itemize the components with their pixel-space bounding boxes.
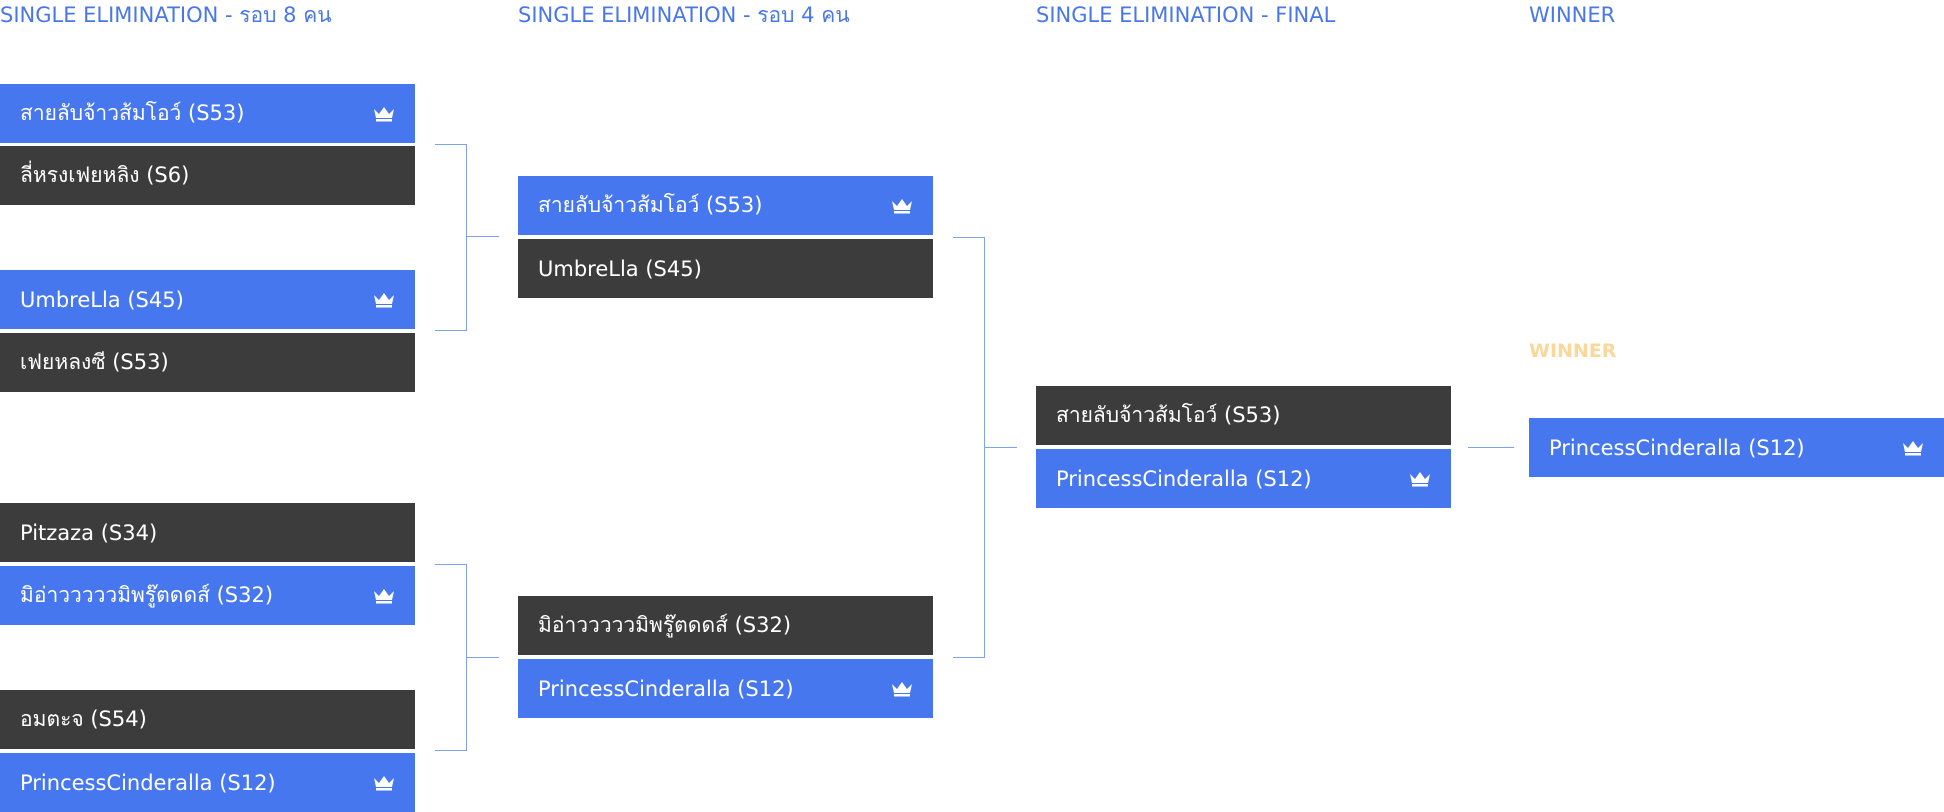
champion-slot[interactable]: PrincessCinderalla (S12) <box>1529 418 1944 477</box>
connector-line <box>435 564 467 565</box>
crown-icon <box>372 774 395 792</box>
crown-icon <box>1901 439 1924 457</box>
round-title-4: SINGLE ELIMINATION - รอบ 4 คน <box>518 3 850 27</box>
connector-line <box>984 447 1017 448</box>
player-name: เฟยหลงซี (S53) <box>20 350 169 374</box>
round8-slot-5[interactable]: Pitzaza (S34) <box>0 503 415 562</box>
connector-line <box>466 236 499 237</box>
player-name: PrincessCinderalla (S12) <box>1549 435 1805 460</box>
round8-slot-4[interactable]: เฟยหลงซี (S53) <box>0 333 415 392</box>
round-title-final: SINGLE ELIMINATION - FINAL <box>1036 3 1336 27</box>
round8-slot-2[interactable]: ลี่หรงเฟยหลิง (S6) <box>0 146 415 205</box>
round4-slot-2[interactable]: UmbreLla (S45) <box>518 239 933 298</box>
crown-icon <box>372 587 395 605</box>
player-name: อมตะจ (S54) <box>20 707 147 731</box>
connector-line <box>466 657 499 658</box>
player-name: PrincessCinderalla (S12) <box>1056 466 1312 491</box>
connector-line <box>953 657 985 658</box>
connector-line <box>953 237 985 238</box>
round8-slot-1[interactable]: สายลับจ้าวส้มโอว์ (S53) <box>0 84 415 143</box>
connector-line <box>466 144 467 331</box>
player-name: สายลับจ้าวส้มโอว์ (S53) <box>1056 403 1281 427</box>
player-name: มิอ่าวววววมิพรู๊ตดดส์ (S32) <box>20 583 274 607</box>
player-name: สายลับจ้าวส้มโอว์ (S53) <box>20 101 245 125</box>
crown-icon <box>890 197 913 215</box>
round4-slot-4[interactable]: PrincessCinderalla (S12) <box>518 659 933 718</box>
round4-slot-3[interactable]: มิอ่าวววววมิพรู๊ตดดส์ (S32) <box>518 596 933 655</box>
player-name: มิอ่าวววววมิพรู๊ตดดส์ (S32) <box>538 613 792 637</box>
crown-icon <box>890 680 913 698</box>
round4-slot-1[interactable]: สายลับจ้าวส้มโอว์ (S53) <box>518 176 933 235</box>
round-title-winner: WINNER <box>1529 3 1616 27</box>
connector-line <box>435 330 467 331</box>
round8-slot-7[interactable]: อมตะจ (S54) <box>0 690 415 749</box>
winner-label: WINNER <box>1529 340 1617 362</box>
player-name: PrincessCinderalla (S12) <box>20 770 276 795</box>
connector-line <box>435 144 467 145</box>
round8-slot-8[interactable]: PrincessCinderalla (S12) <box>0 753 415 812</box>
player-name: สายลับจ้าวส้มโอว์ (S53) <box>538 193 763 217</box>
player-name: ลี่หรงเฟยหลิง (S6) <box>20 163 190 187</box>
player-name: UmbreLla (S45) <box>538 256 702 281</box>
final-slot-2[interactable]: PrincessCinderalla (S12) <box>1036 449 1451 508</box>
final-slot-1[interactable]: สายลับจ้าวส้มโอว์ (S53) <box>1036 386 1451 445</box>
connector-line <box>435 750 467 751</box>
round8-slot-3[interactable]: UmbreLla (S45) <box>0 270 415 329</box>
crown-icon <box>372 291 395 309</box>
player-name: PrincessCinderalla (S12) <box>538 676 794 701</box>
round-title-8: SINGLE ELIMINATION - รอบ 8 คน <box>0 3 332 27</box>
crown-icon <box>372 105 395 123</box>
crown-icon <box>1408 470 1431 488</box>
player-name: UmbreLla (S45) <box>20 287 184 312</box>
round8-slot-6[interactable]: มิอ่าวววววมิพรู๊ตดดส์ (S32) <box>0 566 415 625</box>
player-name: Pitzaza (S34) <box>20 520 158 545</box>
connector-line <box>1468 447 1514 448</box>
